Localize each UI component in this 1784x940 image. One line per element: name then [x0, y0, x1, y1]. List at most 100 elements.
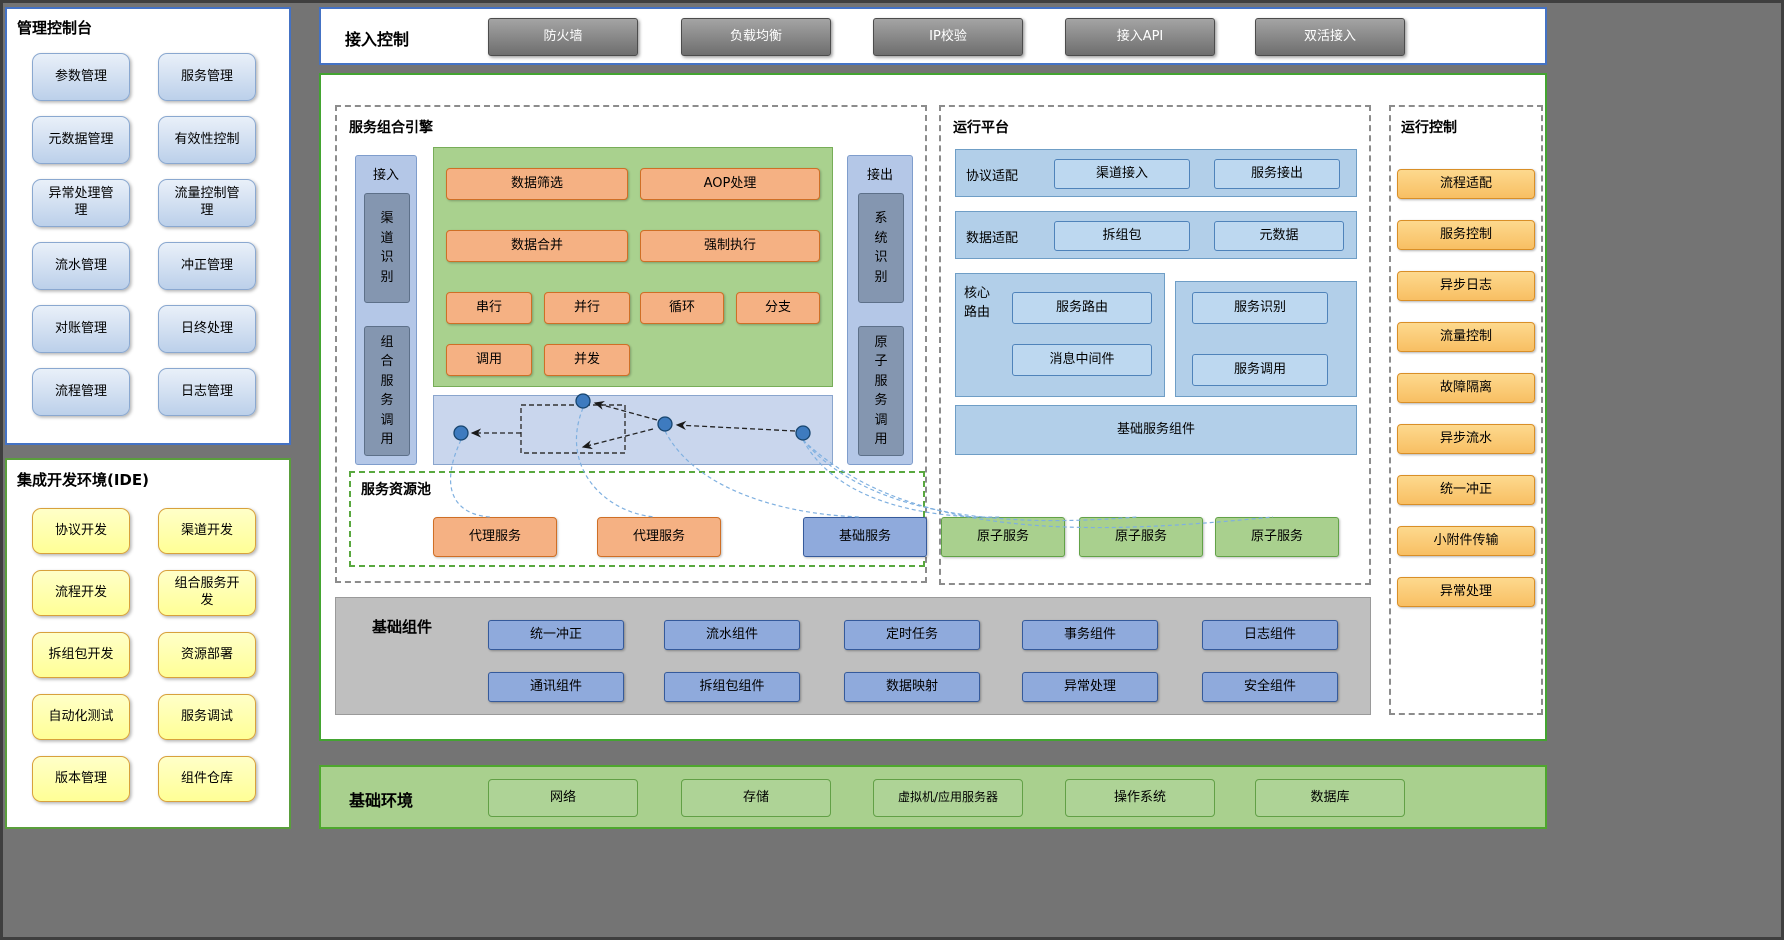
control-box: 小附件传输: [1397, 526, 1535, 556]
service-route-box: 服务路由: [1012, 292, 1152, 324]
system-identify-box: 系统识别: [858, 193, 904, 303]
control-box: 流量控制: [1397, 322, 1535, 352]
core-routing-block: 核心路由 服务路由 消息中间件: [955, 273, 1165, 397]
console-item: 参数管理: [32, 53, 130, 101]
environment-box: 存储: [681, 779, 831, 817]
ide-item: 流程开发: [32, 570, 130, 616]
ide-item: 组合服务开发: [158, 570, 256, 616]
composite-service-call-box: 组合服务调用: [364, 326, 410, 456]
op-serial: 串行: [446, 292, 532, 324]
console-item: 异常处理管理: [32, 179, 130, 227]
proxy-service-box: 代理服务: [597, 517, 721, 557]
main-architecture-panel: 服务组合引擎 接入 渠道识别 组合服务调用 数据筛选 AOP处理 数据合并 强制…: [319, 73, 1547, 741]
base-environment-panel: 基础环境 网络 存储 虚拟机/应用服务器 操作系统 数据库: [319, 765, 1547, 829]
control-box: 服务控制: [1397, 220, 1535, 250]
access-api-box: 接入API: [1065, 18, 1215, 56]
outbound-label: 接出: [866, 168, 893, 183]
ide-item: 资源部署: [158, 632, 256, 678]
console-item: 服务管理: [158, 53, 256, 101]
component-box: 日志组件: [1202, 620, 1338, 650]
component-box: 流水组件: [664, 620, 800, 650]
console-item: 流量控制管理: [158, 179, 256, 227]
channel-access-box: 渠道接入: [1054, 159, 1190, 189]
component-box: 拆组包组件: [664, 672, 800, 702]
op-branch: 分支: [736, 292, 820, 324]
ide-item: 组件仓库: [158, 756, 256, 802]
control-box: 统一冲正: [1397, 475, 1535, 505]
op-loop: 循环: [640, 292, 724, 324]
runtime-platform-title: 运行平台: [953, 120, 1009, 136]
base-service-box: 基础服务: [803, 517, 927, 557]
ide-item: 渠道开发: [158, 508, 256, 554]
op-data-filter: 数据筛选: [446, 168, 628, 200]
op-invoke: 调用: [446, 344, 532, 376]
control-box: 异常处理: [1397, 577, 1535, 607]
environment-box: 数据库: [1255, 779, 1405, 817]
console-item: 有效性控制: [158, 116, 256, 164]
dual-active-box: 双活接入: [1255, 18, 1405, 56]
ide-panel: 集成开发环境(IDE) 协议开发 渠道开发 流程开发 组合服务开发 拆组包开发 …: [5, 458, 291, 829]
ip-check-box: IP校验: [873, 18, 1023, 56]
ide-item: 自动化测试: [32, 694, 130, 740]
channel-identify-box: 渠道识别: [364, 193, 410, 303]
runtime-control-title: 运行控制: [1401, 120, 1457, 136]
orchestration-ops-box: 数据筛选 AOP处理 数据合并 强制执行 串行 并行 循环 分支 调用 并发: [433, 147, 833, 387]
ide-title: 集成开发环境(IDE): [17, 471, 149, 489]
component-box: 安全组件: [1202, 672, 1338, 702]
management-console-grid: 参数管理 服务管理 元数据管理 有效性控制 异常处理管理 流量控制管理 流水管理…: [32, 53, 256, 416]
base-components: 基础组件 统一冲正 流水组件 定时任务 事务组件 日志组件 通讯组件 拆组包组件…: [335, 597, 1371, 715]
load-balance-box: 负载均衡: [681, 18, 831, 56]
data-adapt-row: 数据适配 拆组包 元数据: [955, 211, 1357, 259]
console-item: 日终处理: [158, 305, 256, 353]
op-force-exec: 强制执行: [640, 230, 820, 262]
protocol-adapt-label: 协议适配: [966, 169, 1019, 184]
op-parallel: 并行: [544, 292, 630, 324]
service-identify-box: 服务识别: [1192, 292, 1328, 324]
resource-pool-title: 服务资源池: [361, 482, 431, 498]
ide-item: 版本管理: [32, 756, 130, 802]
data-adapt-label: 数据适配: [966, 231, 1019, 246]
console-item: 流程管理: [32, 368, 130, 416]
environment-box: 虚拟机/应用服务器: [873, 779, 1023, 817]
service-invoke-box: 服务调用: [1192, 354, 1328, 386]
service-out-box: 服务接出: [1214, 159, 1340, 189]
service-group-block: 服务识别 服务调用: [1175, 281, 1357, 397]
component-box: 定时任务: [844, 620, 980, 650]
base-components-title: 基础组件: [372, 618, 433, 636]
console-item: 元数据管理: [32, 116, 130, 164]
component-box: 统一冲正: [488, 620, 624, 650]
console-item: 冲正管理: [158, 242, 256, 290]
ide-item: 服务调试: [158, 694, 256, 740]
component-box: 异常处理: [1022, 672, 1158, 702]
op-aop: AOP处理: [640, 168, 820, 200]
component-box: 通讯组件: [488, 672, 624, 702]
component-box: 事务组件: [1022, 620, 1158, 650]
engine-title: 服务组合引擎: [349, 120, 433, 136]
console-item: 对账管理: [32, 305, 130, 353]
base-service-components-bar: 基础服务组件: [955, 405, 1357, 455]
control-box: 流程适配: [1397, 169, 1535, 199]
op-concurrent: 并发: [544, 344, 630, 376]
op-data-merge: 数据合并: [446, 230, 628, 262]
management-console-panel: 管理控制台 参数管理 服务管理 元数据管理 有效性控制 异常处理管理 流量控制管…: [5, 7, 291, 445]
ide-item: 协议开发: [32, 508, 130, 554]
environment-box: 网络: [488, 779, 638, 817]
control-box: 异步流水: [1397, 424, 1535, 454]
environment-box: 操作系统: [1065, 779, 1215, 817]
core-routing-label: 核心路由: [964, 286, 991, 320]
message-middleware-box: 消息中间件: [1012, 344, 1152, 376]
ide-item: 拆组包开发: [32, 632, 130, 678]
flow-canvas: [433, 395, 833, 465]
control-box: 故障隔离: [1397, 373, 1535, 403]
proxy-service-box: 代理服务: [433, 517, 557, 557]
atomic-service-call-box: 原子服务调用: [858, 326, 904, 456]
console-item: 日志管理: [158, 368, 256, 416]
management-console-title: 管理控制台: [17, 19, 93, 37]
access-control-title: 接入控制: [345, 30, 410, 49]
access-control-panel: 接入控制 防火墙 负载均衡 IP校验 接入API 双活接入: [319, 7, 1547, 65]
base-environment-title: 基础环境: [349, 791, 414, 810]
ide-grid: 协议开发 渠道开发 流程开发 组合服务开发 拆组包开发 资源部署 自动化测试 服…: [32, 508, 256, 802]
inbound-label: 接入: [372, 168, 399, 183]
runtime-platform: 运行平台 协议适配 渠道接入 服务接出 数据适配 拆组包 元数据 核心路由 服务…: [939, 105, 1371, 585]
